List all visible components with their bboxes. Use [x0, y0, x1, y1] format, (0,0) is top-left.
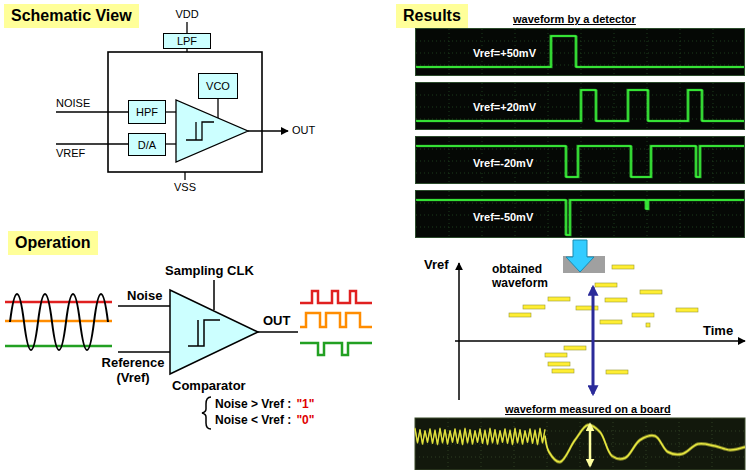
- trace-line: [416, 90, 745, 121]
- label-holder: NOISE: [56, 97, 90, 110]
- trace-line: [416, 200, 745, 235]
- box-label: Operation: [15, 234, 91, 251]
- section-heading: Results: [396, 4, 468, 28]
- scope-panel: Vref=-20mV: [415, 136, 745, 184]
- label-holder: obtained waveform: [492, 262, 558, 290]
- scope-trace: [416, 191, 745, 238]
- grid-line: [614, 191, 615, 238]
- axis-label: Vref: [424, 257, 449, 273]
- scope-label: Vref=-50mV: [471, 211, 535, 224]
- input-label: Noise: [127, 288, 162, 304]
- scope-panel: Vref=-50mV: [415, 190, 745, 238]
- trace-line: [417, 91, 745, 122]
- label-holder: "1": [296, 397, 314, 411]
- label-holder: VREF: [56, 147, 85, 160]
- grid-line: [416, 41, 745, 42]
- grid-line: [647, 191, 648, 238]
- trace-line: [545, 425, 745, 462]
- label-holder: Noise < Vref :: [215, 413, 291, 427]
- label-holder: VDD: [175, 8, 198, 21]
- label-holder: "0": [296, 413, 314, 427]
- rule-text: Noise < Vref :: [215, 413, 291, 427]
- box-label: VCO: [206, 80, 230, 92]
- callout-label: obtained waveform: [492, 262, 558, 290]
- input-label: Reference (Vref): [98, 355, 168, 385]
- label-holder: OUT: [263, 313, 290, 329]
- scope-label: Vref=+50mV: [471, 47, 538, 60]
- grid-line: [416, 65, 745, 66]
- scope-trace: [416, 137, 745, 184]
- grid-line: [614, 83, 615, 130]
- grid-line: [416, 215, 745, 216]
- grid-line: [416, 227, 745, 228]
- box-label: LPF: [177, 35, 197, 47]
- label-holder: Noise > Vref :: [215, 397, 291, 411]
- board-scope: [415, 418, 745, 470]
- panel-heading: waveform measured on a board: [505, 403, 671, 416]
- label-holder: VSS: [174, 181, 196, 194]
- plot: [455, 240, 745, 400]
- supply-label: VDD: [175, 8, 198, 21]
- scope-trace: [416, 29, 745, 76]
- supply-label: VSS: [174, 181, 196, 194]
- filter-box: HPF: [128, 100, 166, 124]
- trace-line: [417, 37, 745, 68]
- box-label: Schematic View: [11, 7, 132, 24]
- section-heading: Operation: [8, 231, 98, 255]
- scope-trace: [416, 83, 745, 130]
- grid-line: [416, 203, 745, 204]
- clock-label: Sampling CLK: [165, 263, 254, 279]
- vco-box: VCO: [198, 73, 238, 99]
- block-label: Comparator: [172, 378, 246, 394]
- trace-line: [415, 428, 545, 444]
- output-value: "0": [296, 413, 314, 427]
- signal-label: NOISE: [56, 97, 90, 110]
- section-heading: Schematic View: [4, 4, 139, 28]
- filter-box: LPF: [163, 33, 211, 49]
- label-holder: Time: [703, 323, 733, 339]
- grid-line: [614, 29, 615, 76]
- trace-line: [416, 146, 745, 177]
- grid-line: [416, 53, 745, 54]
- output-value: "1": [296, 397, 314, 411]
- schematic: [56, 22, 288, 180]
- box-label: HPF: [136, 106, 158, 118]
- trace-line: [545, 426, 745, 463]
- signal-label: OUT: [292, 124, 315, 137]
- trace-line: [416, 36, 745, 67]
- trace-line: [416, 90, 745, 121]
- trace-line: [417, 201, 745, 236]
- scope-label: Vref=+20mV: [471, 101, 538, 114]
- scope-label: Vref=-20mV: [471, 157, 535, 170]
- converter-box: D/A: [128, 133, 166, 156]
- label-holder: Comparator: [172, 378, 246, 394]
- rule-text: Noise > Vref :: [215, 397, 291, 411]
- label-holder: Reference (Vref): [98, 355, 168, 385]
- scope-panel: Vref=+20mV: [415, 82, 745, 130]
- label-holder: waveform measured on a board: [505, 403, 671, 416]
- label-holder: waveform by a detector: [513, 13, 636, 26]
- trace-line: [416, 200, 745, 235]
- panel-heading: waveform by a detector: [513, 13, 636, 26]
- output-label: OUT: [263, 313, 290, 329]
- operation-illustration: [5, 280, 372, 429]
- box-label: D/A: [138, 139, 156, 151]
- trace-line: [416, 146, 745, 177]
- trace-line: [415, 429, 545, 445]
- box-label: Results: [403, 7, 461, 24]
- trace-line: [545, 424, 745, 461]
- trace-line: [417, 147, 745, 178]
- trace-line: [416, 36, 745, 67]
- scope-panel: Vref=+50mV: [415, 28, 745, 76]
- grid-line: [614, 137, 615, 184]
- grid-line: [647, 29, 648, 76]
- label-holder: OUT: [292, 124, 315, 137]
- label-holder: Sampling CLK: [165, 263, 254, 279]
- axis-label: Time: [703, 323, 733, 339]
- label-holder: Noise: [127, 288, 162, 304]
- label-holder: Vref: [424, 257, 449, 273]
- signal-label: VREF: [56, 147, 85, 160]
